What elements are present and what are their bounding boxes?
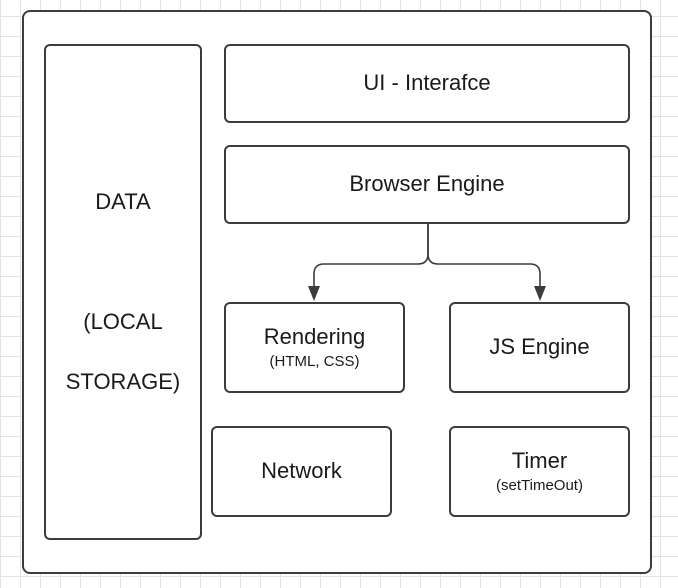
js-engine-box: JS Engine [449, 302, 630, 393]
js-engine-label: JS Engine [489, 334, 590, 360]
browser-engine-box: Browser Engine [224, 145, 630, 224]
timer-sublabel: (setTimeOut) [496, 477, 583, 495]
data-label-line1: DATA [95, 189, 151, 214]
ui-interface-label: UI - Interafce [363, 70, 491, 96]
timer-label: Timer [511, 447, 568, 473]
data-label-line3: STORAGE) [65, 369, 181, 394]
data-storage-label: DATA (LOCAL STORAGE) [66, 157, 181, 427]
ui-interface-box: UI - Interafce [224, 44, 630, 123]
rendering-label: Rendering [263, 323, 366, 349]
data-label-line2: (LOCAL [83, 309, 163, 334]
rendering-sublabel: (HTML, CSS) [269, 353, 360, 371]
timer-box: Timer (setTimeOut) [449, 426, 630, 517]
data-storage-box: DATA (LOCAL STORAGE) [44, 44, 202, 540]
rendering-box: Rendering (HTML, CSS) [224, 302, 405, 393]
network-box: Network [211, 426, 392, 517]
browser-engine-label: Browser Engine [349, 171, 505, 197]
network-label: Network [261, 458, 342, 484]
